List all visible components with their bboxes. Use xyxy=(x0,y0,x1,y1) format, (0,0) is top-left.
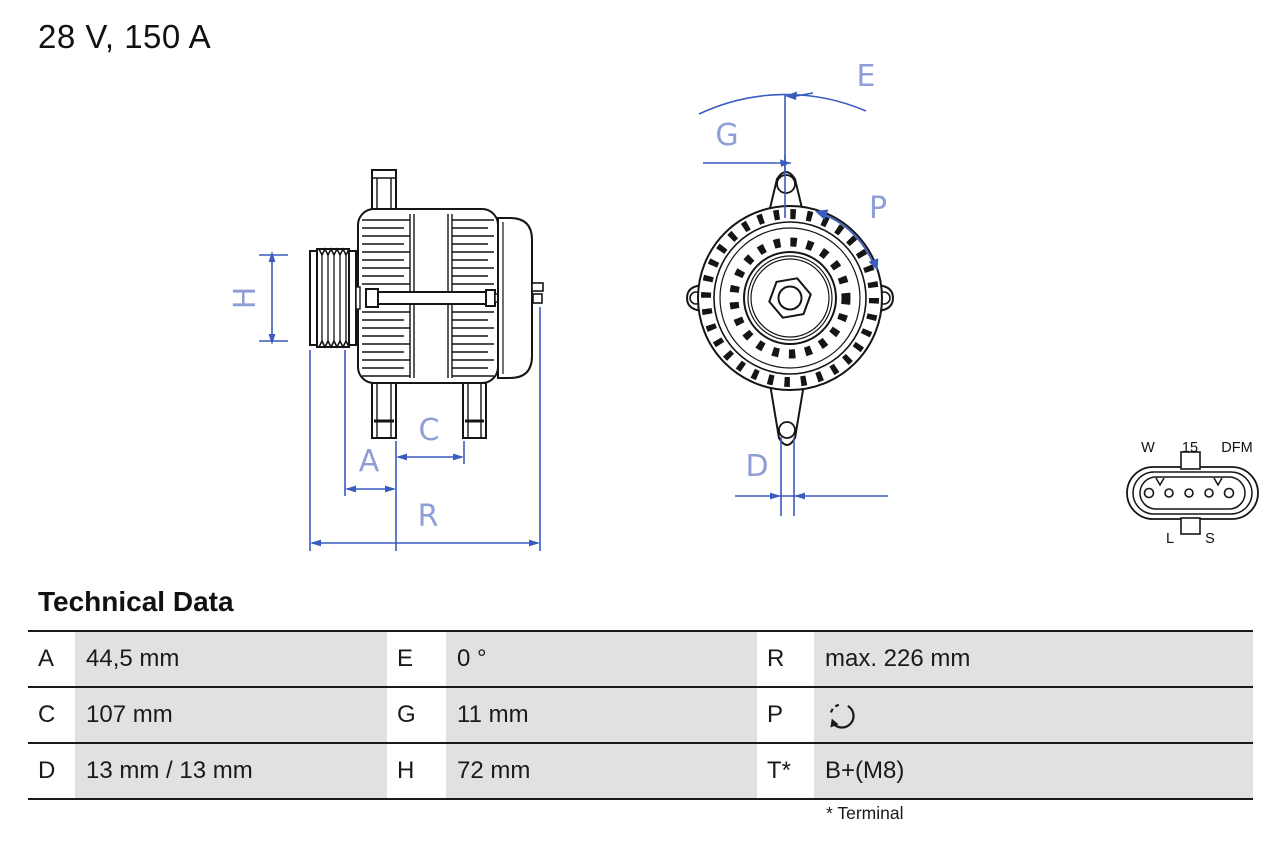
technical-data-table: A 44,5 mm E 0 ° R max. 226 mm C 107 mm G… xyxy=(28,630,1253,800)
key-cell: R xyxy=(757,632,814,686)
dim-label-a: A xyxy=(358,444,380,479)
value-cell: 107 mm xyxy=(75,688,387,742)
dim-label-r: R xyxy=(417,499,439,534)
value-cell: max. 226 mm xyxy=(814,632,1253,686)
terminal-footnote: * Terminal xyxy=(826,803,904,823)
key-cell: P xyxy=(757,688,814,742)
counterclockwise-rotation-icon xyxy=(829,703,855,729)
side-view-dimensions xyxy=(259,251,541,551)
technical-data-heading: Technical Data xyxy=(38,586,234,617)
side-view-drawing xyxy=(309,169,544,439)
value-cell-rotation xyxy=(814,688,1253,742)
front-view-drawing xyxy=(685,171,895,446)
value-cell: 13 mm / 13 mm xyxy=(75,744,387,798)
front-view-dimensions xyxy=(698,91,888,516)
table-row: A 44,5 mm E 0 ° R max. 226 mm xyxy=(28,632,1253,688)
key-cell: H xyxy=(387,744,446,798)
dim-label-d: D xyxy=(745,449,769,484)
connector-drawing xyxy=(1126,451,1259,535)
value-cell: B+(M8) xyxy=(814,744,1253,798)
dim-label-c: C xyxy=(418,413,440,448)
key-cell: T* xyxy=(757,744,814,798)
key-cell: D xyxy=(28,744,75,798)
dim-label-g: G xyxy=(715,118,739,153)
key-cell: C xyxy=(28,688,75,742)
dim-label-h: H xyxy=(228,286,263,310)
dim-label-p: P xyxy=(868,191,888,226)
value-cell: 72 mm xyxy=(446,744,757,798)
value-cell: 11 mm xyxy=(446,688,757,742)
dim-label-e: E xyxy=(856,59,876,94)
page-title: 28 V, 150 A xyxy=(38,18,212,55)
connector-label-dfm: DFM xyxy=(1221,440,1253,456)
connector-label-l: L xyxy=(1165,531,1175,547)
key-cell: G xyxy=(387,688,446,742)
key-cell: E xyxy=(387,632,446,686)
connector-label-s: S xyxy=(1205,531,1215,547)
table-row: C 107 mm G 11 mm P xyxy=(28,688,1253,744)
alternator-technical-drawing xyxy=(259,91,1259,551)
table-row: D 13 mm / 13 mm H 72 mm T* B+(M8) xyxy=(28,744,1253,800)
connector-label-15: 15 xyxy=(1181,440,1199,456)
value-cell: 0 ° xyxy=(446,632,757,686)
key-cell: A xyxy=(28,632,75,686)
value-cell: 44,5 mm xyxy=(75,632,387,686)
connector-label-w: W xyxy=(1141,440,1155,456)
